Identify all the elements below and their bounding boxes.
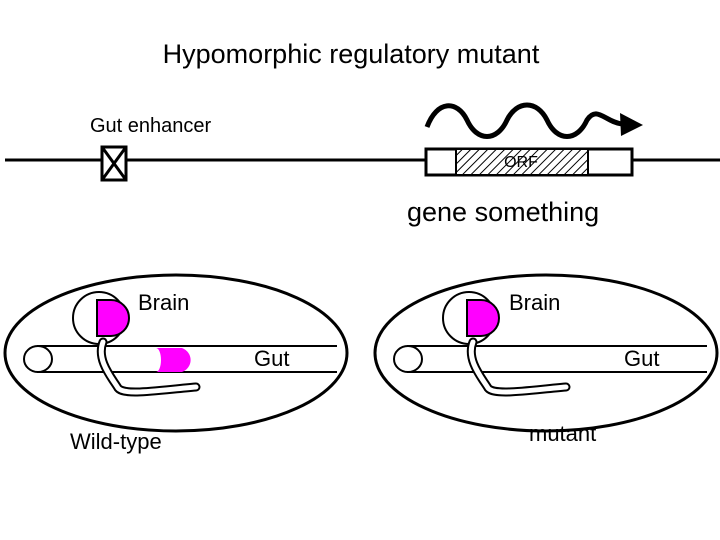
gene-locus: Gut enhancer ORF gene something <box>5 102 720 227</box>
orf-label: ORF <box>504 154 538 171</box>
gene-label: gene something <box>407 197 599 227</box>
panel-caption: Wild-type <box>70 429 162 454</box>
embryo-panel-wild-type: Brain Gut Wild-type <box>3 273 349 454</box>
panel-caption: mutant <box>529 421 596 446</box>
brain-shape <box>442 291 500 345</box>
gut-tube <box>23 345 337 373</box>
gut-tube <box>393 345 707 373</box>
embryo-panel-mutant: Brain Gut mutant <box>373 273 719 446</box>
enhancer-label: Gut enhancer <box>90 115 212 137</box>
brain-expression <box>96 299 130 337</box>
diagram-title: Hypomorphic regulatory mutant <box>163 39 540 69</box>
brain-label: Brain <box>138 290 189 315</box>
gut-label: Gut <box>624 346 659 371</box>
orf-region <box>455 148 589 176</box>
transcript-arrow-icon <box>424 102 643 139</box>
nerve-cord <box>466 337 571 397</box>
gut-expression <box>156 348 191 372</box>
nerve-cord <box>96 337 201 397</box>
mutated-enhancer-icon <box>100 145 128 182</box>
gene-box: ORF <box>424 147 634 177</box>
brain-label: Brain <box>509 290 560 315</box>
gut-label: Gut <box>254 346 289 371</box>
brain-expression <box>466 299 500 337</box>
